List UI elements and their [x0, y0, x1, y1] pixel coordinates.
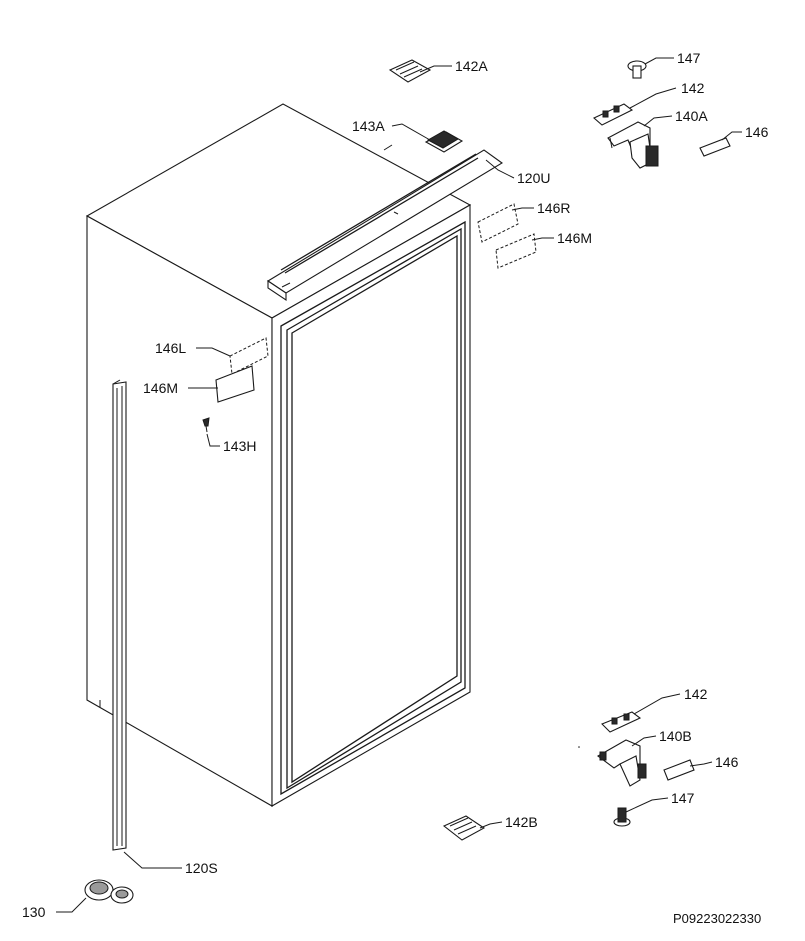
- label-146M-right: 146M: [557, 230, 592, 246]
- label-143A: 143A: [352, 118, 385, 134]
- label-147-top: 147: [677, 50, 701, 66]
- label-140B: 140B: [659, 728, 692, 744]
- label-146R: 146R: [537, 200, 570, 216]
- label-142A: 142A: [455, 58, 488, 74]
- plate-142A: [388, 59, 432, 83]
- label-120U: 120U: [517, 170, 550, 186]
- label-142-bottom: 142: [684, 686, 708, 702]
- screw-143H: [202, 417, 210, 433]
- foot-130: [84, 879, 134, 904]
- cabinet-body: [85, 103, 472, 807]
- pads-146L-146M: [215, 337, 269, 403]
- top-hinge-group: [593, 60, 731, 169]
- label-142B: 142B: [505, 814, 538, 830]
- label-147-bottom: 147: [671, 790, 695, 806]
- label-140A: 140A: [675, 108, 708, 124]
- seal-strip-120S: [112, 379, 127, 851]
- part-labels: 142A 147 142 140A 146 143A 120U 146R 146…: [22, 50, 769, 920]
- label-146L: 146L: [155, 340, 186, 356]
- plate-142B: [442, 815, 486, 841]
- label-142-top: 142: [681, 80, 705, 96]
- label-120S: 120S: [185, 860, 218, 876]
- label-146M-left: 146M: [143, 380, 178, 396]
- label-130: 130: [22, 904, 46, 920]
- cover-143A: [424, 130, 464, 153]
- door-frame: [280, 220, 466, 796]
- reference-code: P09223022330: [673, 911, 761, 926]
- top-rail-120U: [266, 149, 503, 302]
- pads-146R-146M: [477, 203, 537, 269]
- label-146-bottom: 146: [715, 754, 739, 770]
- bottom-hinge-group: [578, 711, 695, 827]
- label-146-top: 146: [745, 124, 769, 140]
- label-143H: 143H: [223, 438, 256, 454]
- leader-lines: [56, 57, 742, 913]
